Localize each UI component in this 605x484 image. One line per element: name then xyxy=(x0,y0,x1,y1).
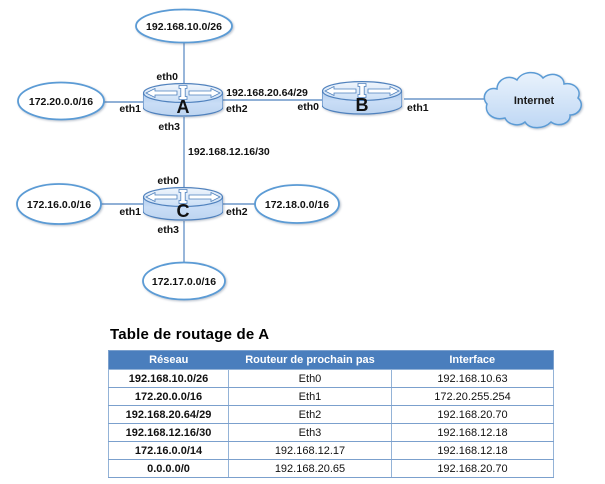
cell-interface: 172.20.255.254 xyxy=(391,387,554,406)
network-ellipse-bottom-c xyxy=(142,261,226,301)
port-label-c-eth1: eth1 xyxy=(119,206,141,218)
router-b: B xyxy=(322,81,402,115)
cell-interface: 192.168.10.63 xyxy=(391,369,554,388)
internet-label: Internet xyxy=(514,95,555,107)
header-next-hop: Routeur de prochain pas xyxy=(228,350,392,370)
links xyxy=(100,43,486,264)
table-row: 0.0.0.0/0 192.168.20.65 192.168.20.70 xyxy=(108,459,554,478)
router-label-a: A xyxy=(177,97,190,117)
port-label-b-eth1: eth1 xyxy=(407,102,429,114)
cell-network: 192.168.12.16/30 xyxy=(108,423,229,442)
port-label-a-eth2: eth2 xyxy=(226,103,248,115)
table-row: 192.168.12.16/30 Eth3 192.168.12.18 xyxy=(108,423,554,442)
header-network: Réseau xyxy=(108,350,229,370)
internet-cloud: Internet xyxy=(483,71,582,129)
cell-network: 0.0.0.0/0 xyxy=(108,459,229,478)
link-label-a-b: 192.168.20.64/29 xyxy=(226,87,308,99)
port-label-c-eth3: eth3 xyxy=(157,224,179,236)
link-label-a-c: 192.168.12.16/30 xyxy=(188,146,270,158)
network-ellipse-left-a xyxy=(17,81,105,121)
cell-interface: 192.168.20.70 xyxy=(391,405,554,424)
cell-network: 192.168.20.64/29 xyxy=(108,405,229,424)
cell-network: 172.20.0.0/16 xyxy=(108,387,229,406)
cell-next-hop: Eth3 xyxy=(228,423,392,442)
router-label-c: C xyxy=(177,201,190,221)
network-label-bottom-c: 172.17.0.0/16 xyxy=(152,276,216,288)
cell-network: 172.16.0.0/14 xyxy=(108,441,229,460)
network-label-top: 192.168.10.0/26 xyxy=(146,21,222,33)
network-label-left-a: 172.20.0.0/16 xyxy=(29,96,93,108)
table-row: 192.168.10.0/26 Eth0 192.168.10.63 xyxy=(108,369,554,388)
cell-next-hop: Eth2 xyxy=(228,405,392,424)
port-label-a-eth1: eth1 xyxy=(119,103,141,115)
cell-next-hop: Eth1 xyxy=(228,387,392,406)
port-labels: eth0 eth1 eth2 eth3 eth0 eth1 eth0 eth1 … xyxy=(119,71,428,236)
table-row: 172.16.0.0/14 192.168.12.17 192.168.12.1… xyxy=(108,441,554,460)
port-label-c-eth2: eth2 xyxy=(226,206,248,218)
cell-next-hop: 192.168.20.65 xyxy=(228,459,392,478)
cell-interface: 192.168.12.18 xyxy=(391,423,554,442)
router-a: A xyxy=(143,83,223,117)
network-ellipse-right-c xyxy=(254,184,340,224)
cloud-shape xyxy=(483,71,582,129)
network-ellipses: 192.168.10.0/26 172.20.0.0/16 172.16.0.0… xyxy=(16,8,340,301)
cell-next-hop: Eth0 xyxy=(228,369,392,388)
port-label-a-eth0: eth0 xyxy=(156,71,178,83)
cell-next-hop: 192.168.12.17 xyxy=(228,441,392,460)
cell-network: 192.168.10.0/26 xyxy=(108,369,229,388)
network-diagram: 192.168.10.0/26 172.20.0.0/16 172.16.0.0… xyxy=(16,8,582,301)
table-row: 192.168.20.64/29 Eth2 192.168.20.70 xyxy=(108,405,554,424)
port-label-b-eth0: eth0 xyxy=(297,101,319,113)
port-label-a-eth3: eth3 xyxy=(158,121,180,133)
link-labels: 192.168.20.64/29 192.168.12.16/30 xyxy=(188,87,308,158)
cell-interface: 192.168.20.70 xyxy=(391,459,554,478)
network-label-left-c: 172.16.0.0/16 xyxy=(27,199,91,211)
routing-table-title: Table de routage de A xyxy=(110,326,270,343)
header-interface: Interface xyxy=(391,350,554,370)
network-ellipse-top xyxy=(135,8,233,44)
port-label-c-eth0: eth0 xyxy=(157,175,179,187)
router-label-b: B xyxy=(356,95,369,115)
cell-interface: 192.168.12.18 xyxy=(391,441,554,460)
routing-table: Réseau Routeur de prochain pas Interface… xyxy=(108,350,554,478)
router-c: C xyxy=(143,187,223,221)
routing-table-header-row: Réseau Routeur de prochain pas Interface xyxy=(108,350,554,370)
network-label-right-c: 172.18.0.0/16 xyxy=(265,199,329,211)
table-row: 172.20.0.0/16 Eth1 172.20.255.254 xyxy=(108,387,554,406)
network-ellipse-left-c xyxy=(16,183,102,225)
